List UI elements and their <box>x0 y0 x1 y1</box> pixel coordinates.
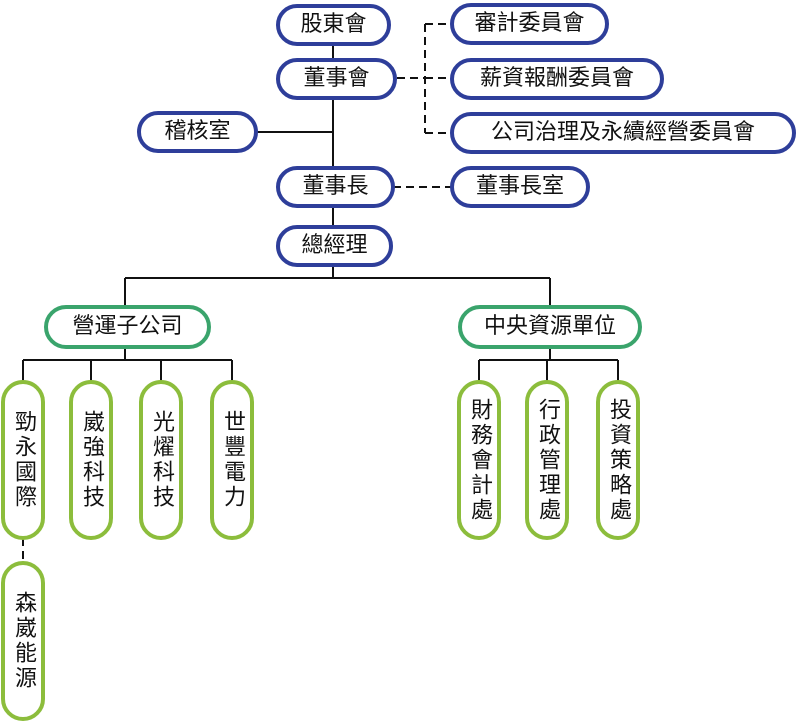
board-node: 董事會 <box>276 58 397 100</box>
shifeng-node: 世豐電力 <box>210 380 254 540</box>
president-node: 總經理 <box>276 225 393 267</box>
audit-office-node: 稽核室 <box>137 111 258 153</box>
investment-node: 投資策略處 <box>596 380 640 540</box>
audit-committee-node: 審計委員會 <box>450 3 609 45</box>
jinyong-node: 勁永國際 <box>1 380 45 540</box>
governance-committee-node: 公司治理及永續經營委員會 <box>450 112 796 154</box>
admin-node: 行政管理處 <box>525 380 569 540</box>
finance-node: 財務會計處 <box>457 380 501 540</box>
weiqiang-node: 崴強科技 <box>69 380 113 540</box>
chairman-node: 董事長 <box>276 166 395 208</box>
central-resources-node: 中央資源單位 <box>458 305 642 349</box>
shareholders-node: 股東會 <box>276 4 391 46</box>
operating-subsidiaries-node: 營運子公司 <box>44 305 211 349</box>
chairman-office-node: 董事長室 <box>450 166 590 208</box>
senwei-node: 森崴能源 <box>1 561 45 721</box>
guangyao-node: 光燿科技 <box>139 380 183 540</box>
compensation-committee-node: 薪資報酬委員會 <box>450 58 664 100</box>
